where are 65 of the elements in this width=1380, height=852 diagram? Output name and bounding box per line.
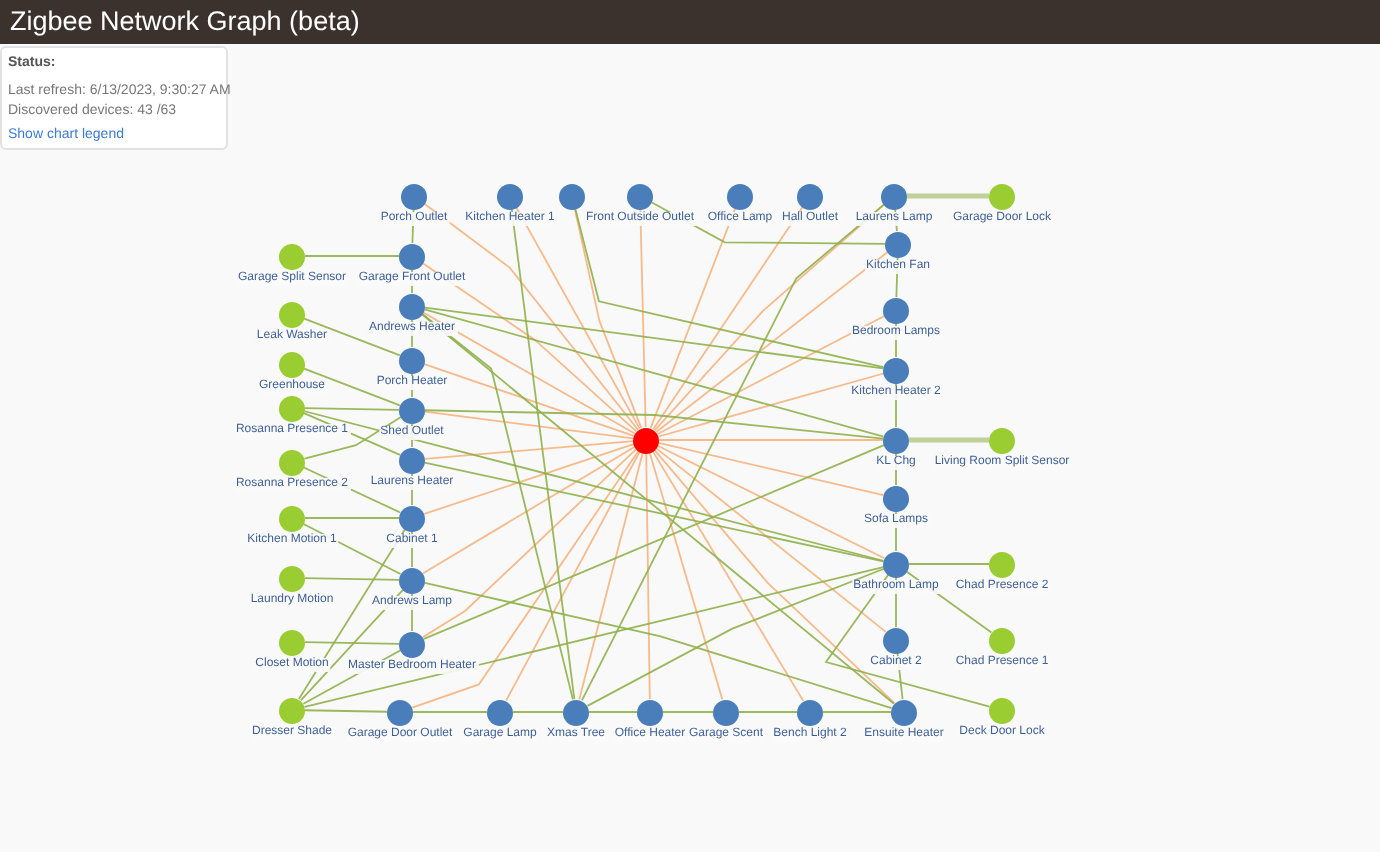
link-line bbox=[304, 709, 388, 713]
link-line bbox=[411, 449, 640, 709]
link-line bbox=[655, 447, 887, 633]
link-line bbox=[424, 440, 634, 460]
link-line bbox=[423, 443, 635, 515]
link-line bbox=[645, 452, 651, 700]
device-dot bbox=[559, 183, 585, 209]
link-line bbox=[738, 711, 798, 713]
link-line bbox=[423, 444, 885, 640]
link-line bbox=[908, 563, 990, 565]
link-line bbox=[304, 517, 400, 519]
link-line bbox=[422, 445, 636, 575]
link-line bbox=[424, 306, 884, 370]
link-line bbox=[299, 588, 405, 702]
link-line bbox=[649, 207, 737, 429]
link-line bbox=[656, 315, 886, 435]
link-line bbox=[304, 641, 400, 645]
link-line bbox=[639, 208, 647, 428]
link-line bbox=[655, 251, 889, 433]
link-line bbox=[422, 311, 636, 435]
link-line bbox=[303, 367, 401, 407]
link-line bbox=[421, 313, 574, 701]
link-line bbox=[515, 206, 641, 430]
link-line bbox=[581, 203, 885, 702]
link-line bbox=[423, 202, 639, 431]
link-line bbox=[303, 410, 885, 562]
link-line bbox=[423, 581, 893, 710]
link-line bbox=[578, 451, 644, 701]
link-line bbox=[423, 363, 635, 437]
link-line bbox=[422, 448, 638, 638]
link-line bbox=[653, 203, 886, 432]
link-line bbox=[303, 317, 401, 357]
link-line bbox=[588, 711, 638, 713]
link-line bbox=[656, 444, 886, 560]
link-line bbox=[824, 573, 991, 708]
link-line bbox=[662, 711, 714, 713]
link-line bbox=[303, 566, 885, 708]
link-line bbox=[648, 451, 724, 701]
link-line bbox=[657, 372, 885, 438]
link-line bbox=[512, 711, 564, 713]
link-line bbox=[586, 567, 885, 707]
link-line bbox=[651, 450, 805, 702]
link-line bbox=[412, 711, 488, 713]
link-line bbox=[895, 452, 897, 486]
link-line bbox=[505, 450, 641, 702]
link-line bbox=[652, 205, 804, 431]
link-line bbox=[510, 208, 576, 700]
link-line bbox=[653, 449, 896, 704]
link-line bbox=[574, 207, 885, 368]
link-line bbox=[304, 577, 400, 581]
page-title: Zigbee Network Graph (beta) bbox=[10, 6, 360, 36]
link-line bbox=[304, 255, 400, 257]
link-line bbox=[421, 262, 638, 433]
link-line bbox=[822, 711, 892, 713]
link-line bbox=[657, 442, 885, 496]
link-line bbox=[650, 201, 886, 245]
link-line bbox=[658, 439, 884, 441]
link-line bbox=[423, 308, 885, 438]
link-line bbox=[424, 410, 634, 440]
link-line bbox=[304, 407, 400, 411]
link-line bbox=[909, 437, 989, 443]
link-line bbox=[424, 409, 884, 440]
link-line bbox=[573, 207, 643, 429]
link-line bbox=[421, 313, 895, 705]
link-line bbox=[423, 461, 885, 563]
